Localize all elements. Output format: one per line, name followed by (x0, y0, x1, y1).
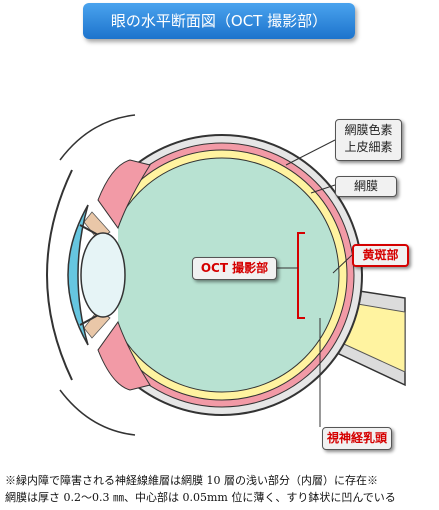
note-line: ※緑内障で障害される神経線維層は網膜 10 層の浅い部分（内層）に存在※ (5, 474, 378, 487)
retina-pointer (310, 184, 336, 194)
lens (80, 232, 126, 318)
outer-lid-lower (59, 389, 136, 436)
label-retina: 網膜 (335, 176, 397, 197)
oct-bracket (297, 232, 305, 319)
cornea (67, 204, 89, 346)
notes: ※緑内障で障害される神経線維層は網膜 10 層の浅い部分（内層）に存在※ 網膜は… (5, 472, 435, 506)
ciliary-body-upper (97, 159, 151, 230)
macula-pointer (332, 254, 353, 274)
cornea-outer (46, 169, 73, 381)
ciliary-body-lower (97, 320, 151, 391)
diagram-title: 眼の水平断面図（OCT 撮影部） (83, 3, 355, 39)
label-rpe: 網膜色素 上皮細素 (335, 119, 402, 161)
label-macula: 黄斑部 (352, 244, 409, 267)
label-optic-disc: 視神経乳頭 (322, 427, 392, 450)
label-oct-area: OCT 撮影部 (192, 257, 277, 280)
note-line: 網膜は厚さ 0.2〜0.3 ㎜、中心部は 0.05mm 位に薄く、すり鉢状に凹ん… (5, 491, 396, 504)
outer-lid-upper (59, 114, 136, 161)
rpe-pointer (285, 139, 336, 166)
